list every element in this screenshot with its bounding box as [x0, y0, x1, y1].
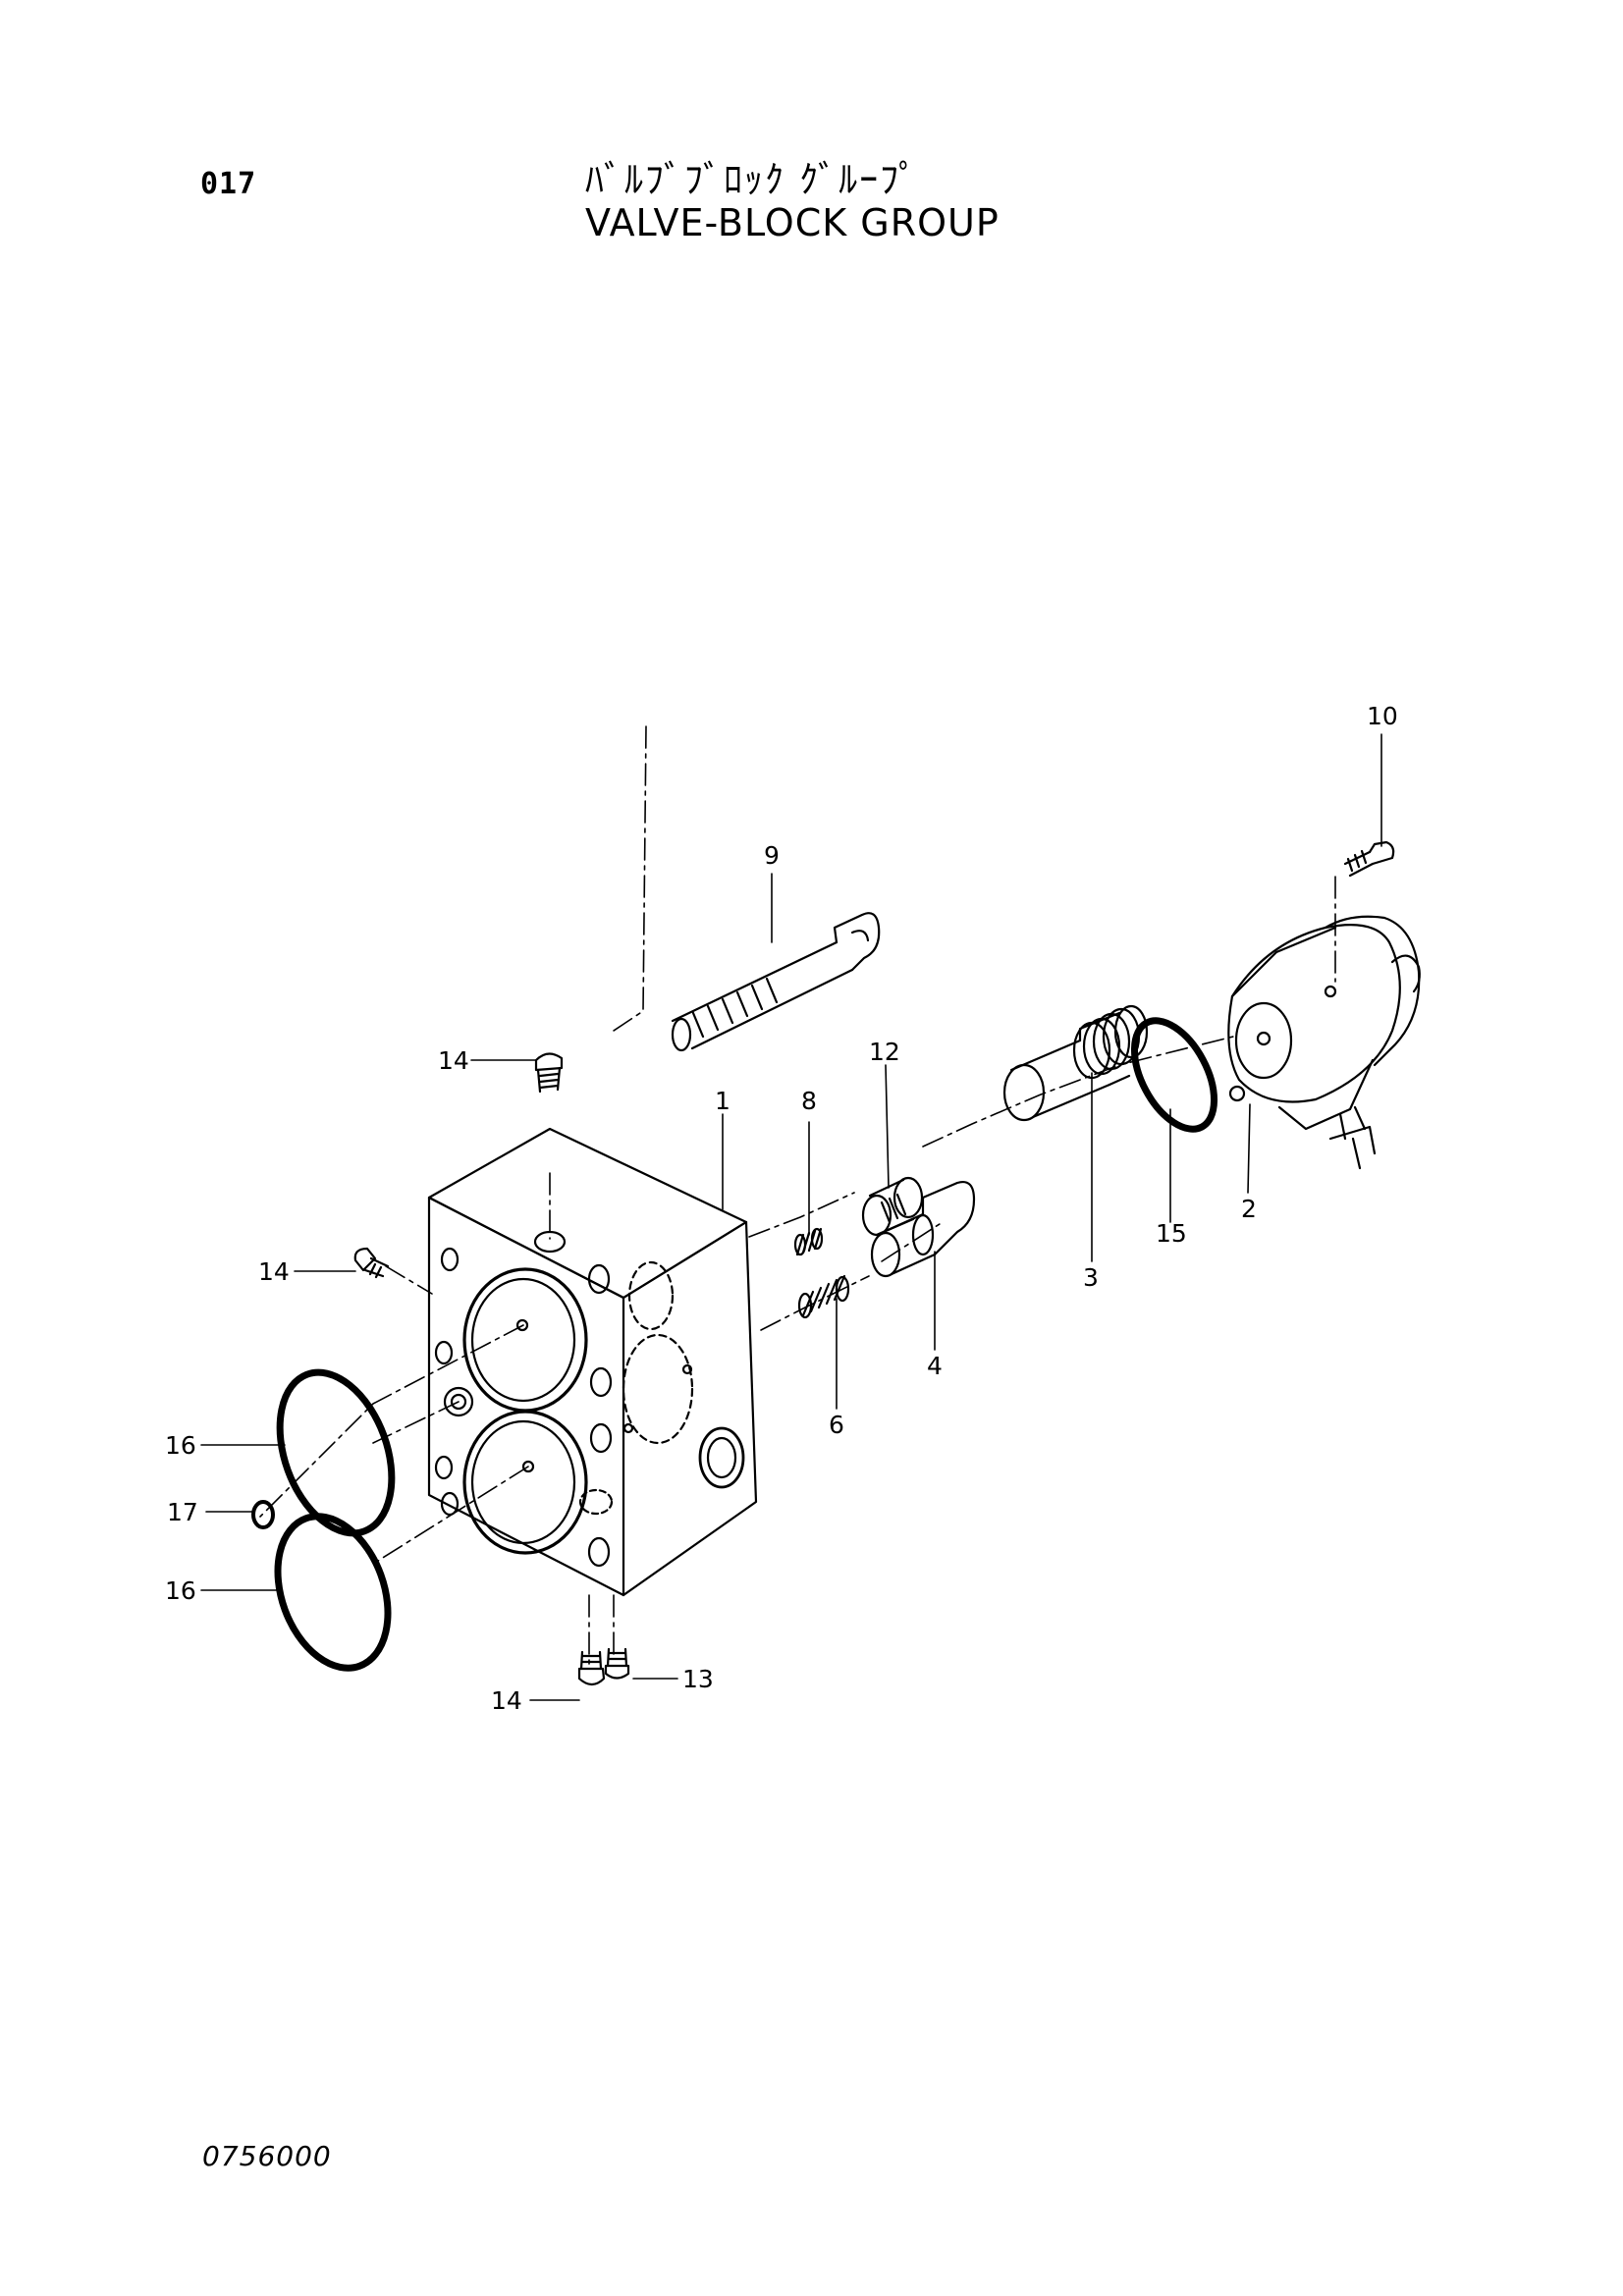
callout-9: 9	[764, 841, 780, 870]
long-bolt-part-9	[671, 912, 881, 1052]
callout-8: 8	[801, 1087, 817, 1115]
o-ring-part-17	[251, 1500, 275, 1529]
spring-part-8	[793, 1227, 824, 1256]
o-ring-part-16-upper	[276, 1368, 396, 1537]
spring-part-6	[797, 1274, 850, 1319]
screw-part-14-left	[353, 1247, 390, 1279]
page-number: 017	[200, 167, 257, 201]
screw-part-14-bottom	[577, 1650, 606, 1686]
spool-part-4	[870, 1181, 976, 1278]
callout-3: 3	[1083, 1263, 1099, 1292]
drawing-number: 0756000	[202, 2140, 332, 2172]
o-ring-part-15	[1130, 1017, 1218, 1133]
callout-6: 6	[829, 1411, 844, 1439]
callout-14-bottom: 14	[491, 1686, 522, 1715]
title-english: VALVE-BLOCK GROUP	[585, 201, 1000, 244]
screw-part-10	[1343, 840, 1395, 878]
callout-16-lower: 16	[165, 1576, 196, 1605]
o-ring-part-16-lower	[274, 1513, 392, 1672]
callout-14-top: 14	[438, 1046, 469, 1075]
callout-labels: 1 2 3 4 6 8 9 10 12 13 14 14 14 15 16 16…	[165, 702, 1398, 1715]
callout-14-left: 14	[258, 1257, 290, 1286]
callout-1: 1	[715, 1087, 730, 1115]
callout-4: 4	[927, 1352, 943, 1380]
assembly-centerlines	[259, 725, 1336, 1665]
solenoid-part-2	[1227, 915, 1421, 1170]
callout-13: 13	[682, 1665, 714, 1693]
screw-part-14-top	[534, 1052, 564, 1094]
callout-12: 12	[869, 1038, 900, 1066]
callout-10: 10	[1367, 702, 1398, 730]
valve-block-body	[427, 1127, 758, 1597]
callout-16-upper: 16	[165, 1431, 196, 1460]
callout-15: 15	[1156, 1219, 1187, 1248]
callout-17: 17	[167, 1498, 198, 1526]
screw-part-13	[604, 1647, 630, 1680]
callout-leaders	[200, 733, 1382, 1701]
callout-2: 2	[1241, 1195, 1257, 1223]
sleeve-part-3	[1002, 1004, 1149, 1122]
title-japanese: ﾊﾞﾙﾌﾞﾌﾞﾛｯｸ ｸﾞﾙｰﾌﾟ	[585, 158, 920, 201]
